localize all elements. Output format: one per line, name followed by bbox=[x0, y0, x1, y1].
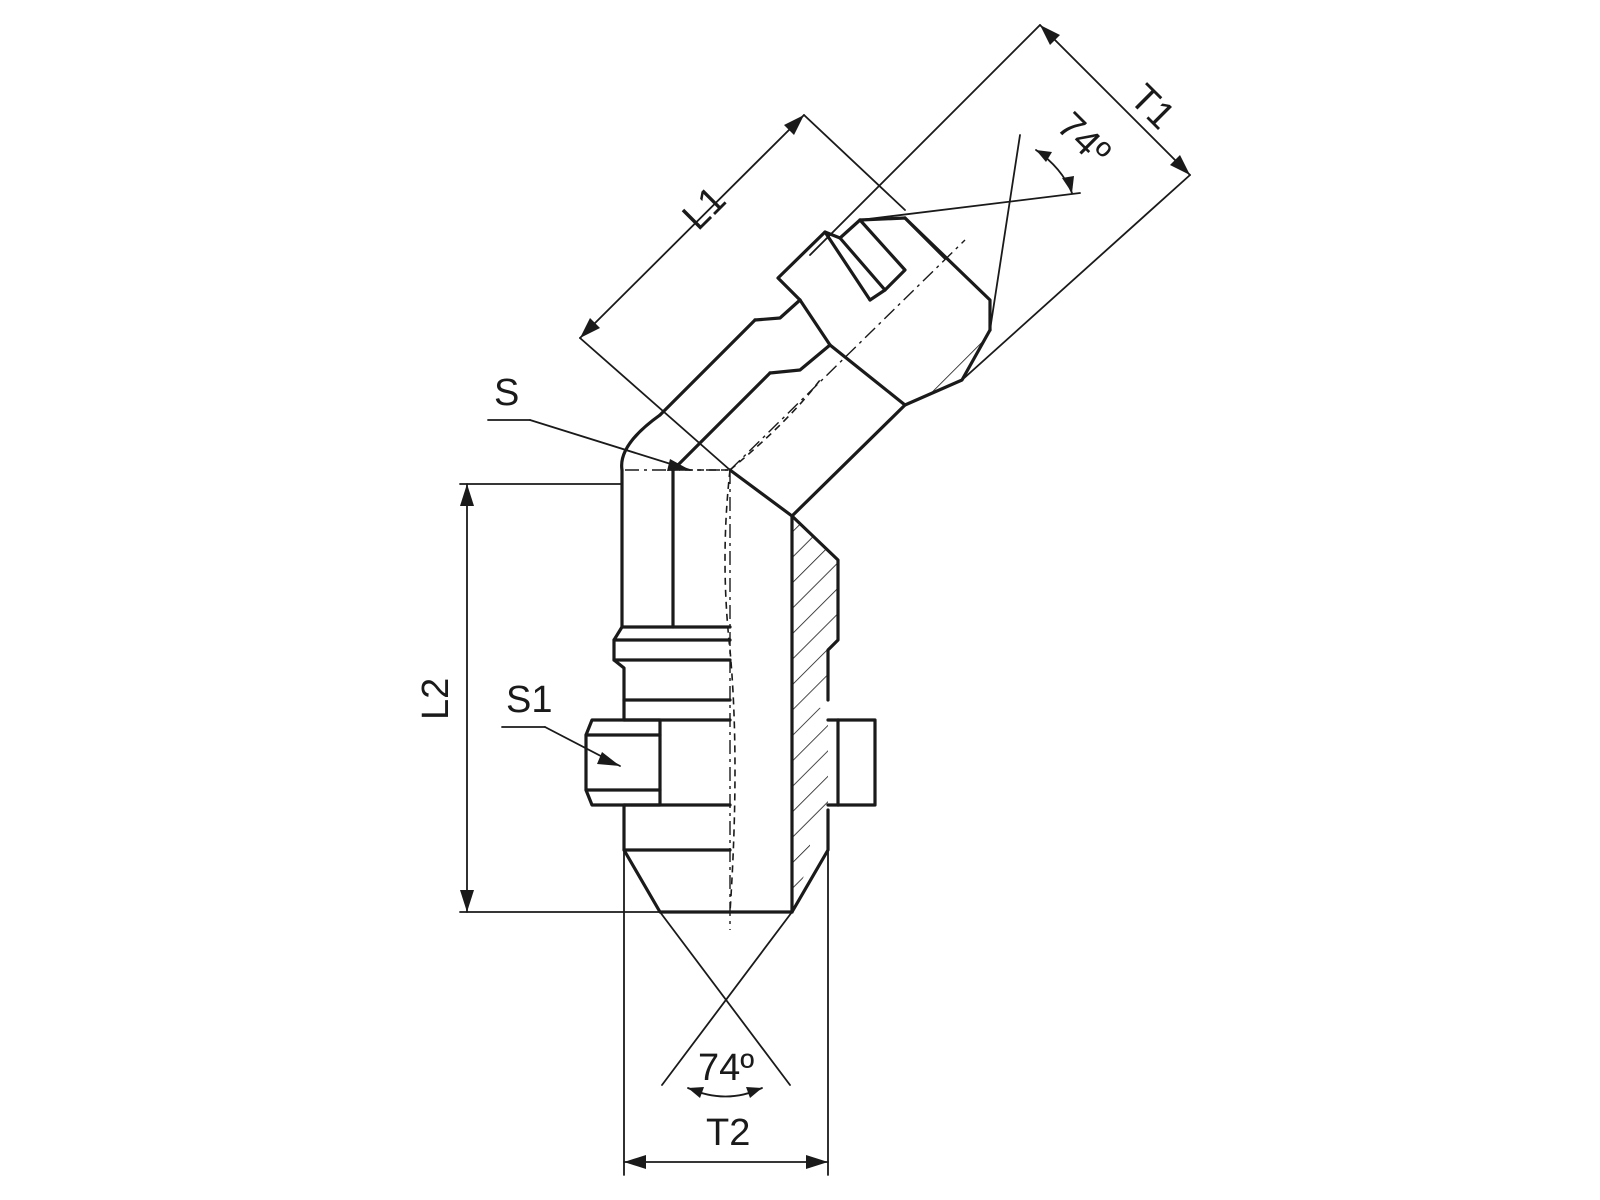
center-lines bbox=[625, 239, 966, 930]
label-t2: T2 bbox=[706, 1112, 750, 1154]
dimensions bbox=[459, 24, 1191, 1176]
label-s: S bbox=[494, 372, 519, 414]
label-l1: L1 bbox=[675, 179, 735, 239]
label-s1: S1 bbox=[506, 679, 552, 721]
lock-nut bbox=[584, 718, 877, 807]
label-angle-bottom: 74º bbox=[698, 1047, 754, 1089]
section-hatch bbox=[790, 330, 990, 912]
upper-body bbox=[658, 216, 992, 518]
label-l2: L2 bbox=[415, 678, 457, 720]
label-t1: T1 bbox=[1122, 77, 1183, 138]
label-angle-top: 74º bbox=[1049, 105, 1118, 174]
